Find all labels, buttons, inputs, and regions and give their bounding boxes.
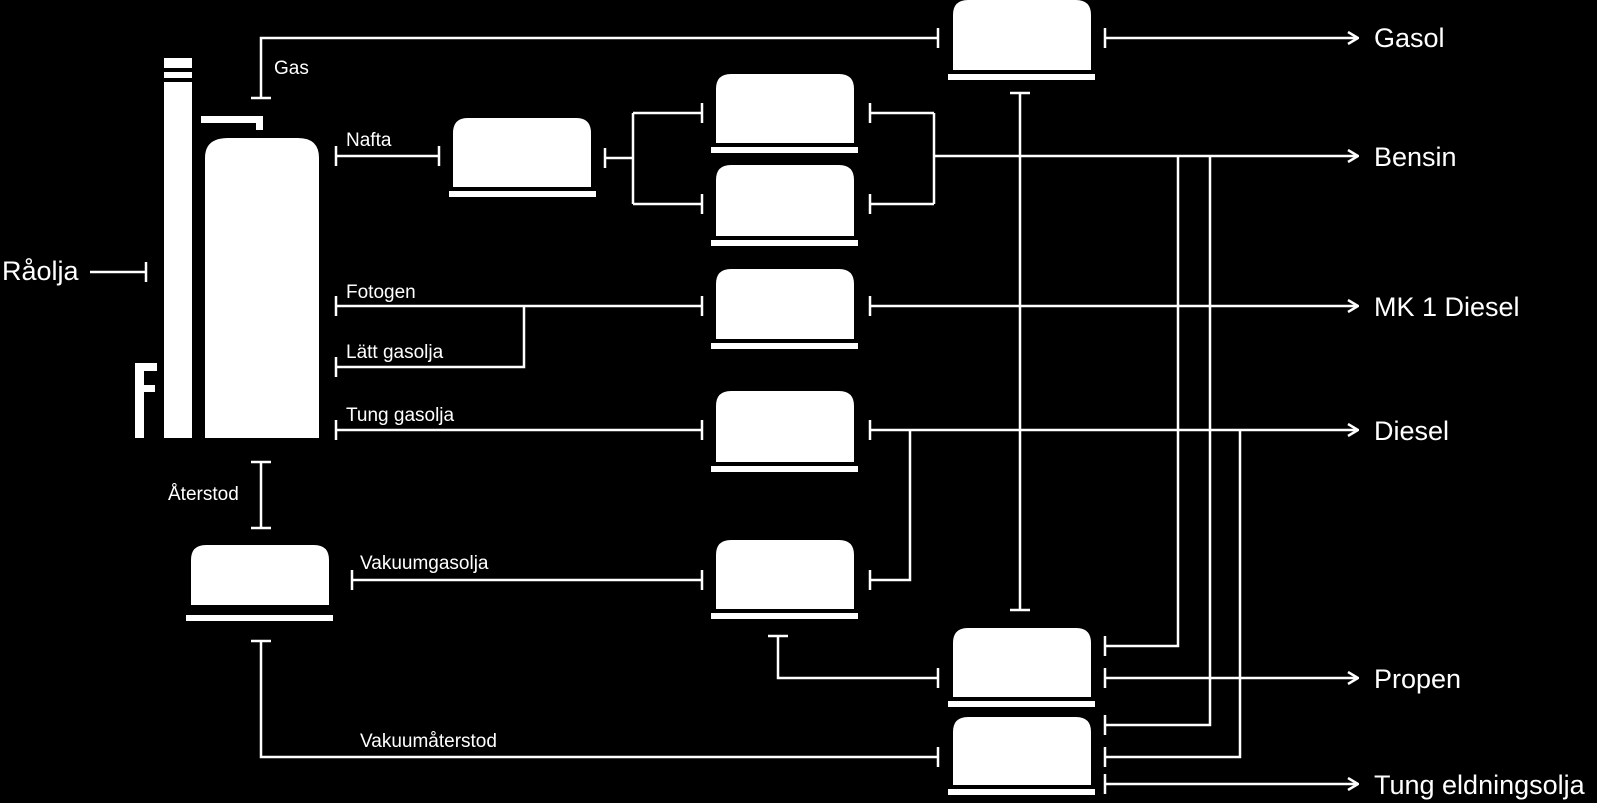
vessel-fotogen [711,269,858,349]
propen-output-line [1103,668,1358,688]
tung-eldningsolja-diesel-line [1103,430,1242,767]
tung-eldningsolja-bensin-line [1103,156,1212,735]
diesel-line [868,420,1358,440]
raolja-feed-line [90,262,148,282]
diesel-label: Diesel [1374,416,1449,446]
propen-label: Propen [1374,664,1461,694]
vessel-vakuumgasolja [711,540,858,619]
gas-label: Gas [274,58,309,79]
flow-lines [90,28,1358,794]
vessel-tung-gasolja [711,391,858,472]
vessel-nafta-splitter [449,118,596,197]
propen-feed-line [768,634,940,688]
fotogen-label: Fotogen [346,282,416,303]
distillation-column [135,58,319,438]
bensin-merge-line [868,103,1358,214]
tung-gasolja-label: Tung gasolja [346,405,455,426]
gasol-label: Gasol [1374,23,1445,53]
tung-eldningsolja-output-line [1103,774,1358,794]
vakuumaterstod-label: Vakuumåterstod [360,731,497,752]
vessel-propen [948,628,1095,707]
nafta-split-line [603,103,704,214]
mk1-diesel-label: MK 1 Diesel [1374,292,1520,322]
nafta-label: Nafta [346,130,392,151]
aterstod-label: Återstod [168,484,239,505]
tung-eldningsolja-label: Tung eldningsolja [1374,770,1586,800]
vessel-bensin-upper [711,74,858,153]
raolja-label: Råolja [2,256,80,286]
vessel-vacuum-unit [186,545,333,621]
vessel-gasol [948,0,1095,80]
vakuumgasolja-return-line [868,430,912,590]
vakuumgasolja-line [350,570,704,590]
aterstod-line [251,460,271,530]
vessel-tung-eldningsolja [948,717,1095,795]
mk1-diesel-line [868,296,1358,316]
gas-line [251,28,940,100]
fotogen-line [334,296,704,316]
bensin-label: Bensin [1374,142,1457,172]
vakuumgasolja-label: Vakuumgasolja [360,553,489,574]
nafta-line [334,146,441,166]
vessel-bensin-lower [711,165,858,246]
gasol-output-line [1103,28,1358,48]
propen-bensin-line [1103,156,1180,656]
latt-gasolja-line [334,306,526,377]
tung-gasolja-line [334,420,704,440]
vakuumaterstod-line [251,639,940,767]
gasol-propen-line [1010,91,1030,612]
latt-gasolja-label: Lätt gasolja [346,342,444,363]
